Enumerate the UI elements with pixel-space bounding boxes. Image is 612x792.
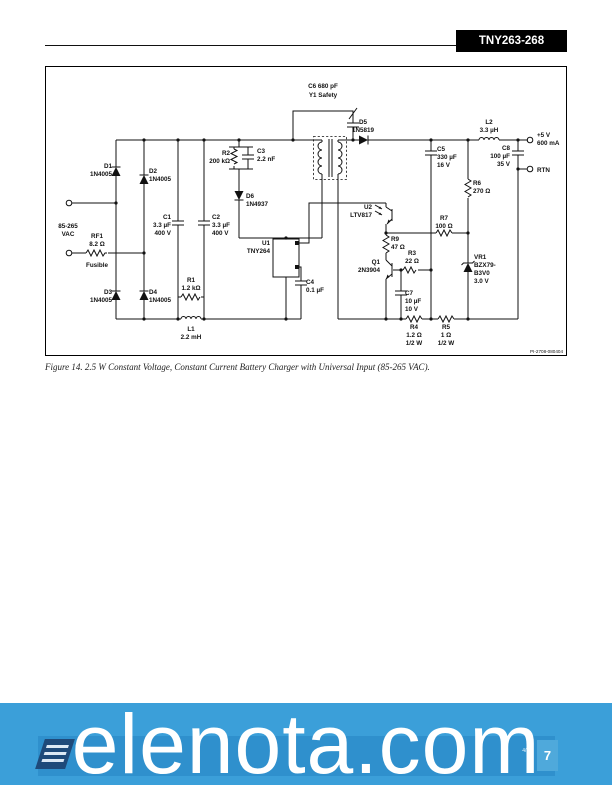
transformer-t1	[313, 136, 347, 180]
resistor-rf1	[85, 248, 107, 258]
ic-u1	[272, 238, 300, 278]
wires	[72, 110, 528, 320]
resistor-r2	[229, 148, 239, 165]
resistor-r9	[382, 234, 390, 254]
diode-d1	[111, 166, 121, 176]
capacitor-c2	[198, 220, 210, 226]
watermark-banner: C 4/03 7 elenota.com	[0, 697, 612, 791]
diode-d6	[234, 191, 244, 201]
capacitor-c5	[425, 150, 437, 156]
page-number-badge: 7	[537, 740, 558, 771]
watermark-text: elenota.com	[71, 697, 541, 791]
capacitors	[172, 122, 524, 296]
transistor-q1	[385, 259, 393, 280]
footer-strip	[38, 736, 555, 776]
capacitor-c3	[242, 154, 254, 160]
zener-vr1	[461, 260, 475, 272]
capacitor-c8	[512, 150, 524, 156]
resistor-r4	[405, 314, 423, 324]
resistors	[85, 148, 472, 324]
part-number-badge: TNY263-268	[456, 30, 567, 52]
pi-code: PI-2708-080404	[530, 349, 563, 354]
diode-d5	[359, 135, 369, 145]
shield-leader	[348, 107, 358, 120]
diode-d4	[139, 290, 149, 300]
io-terminals	[65, 136, 534, 257]
resistor-r3	[402, 265, 417, 275]
label-rtn: RTN	[537, 167, 550, 174]
revision-text: C 4/03	[522, 742, 532, 754]
capacitor-c1	[172, 220, 184, 226]
inductor-l1	[180, 316, 202, 320]
rev-date: 4/03	[522, 748, 532, 754]
optocoupler-u2	[374, 204, 393, 225]
resistor-r7	[435, 228, 453, 238]
figure-caption: Figure 14. 2.5 W Constant Voltage, Const…	[45, 362, 430, 372]
resistor-r5	[437, 314, 455, 324]
diode-d3	[111, 290, 121, 300]
diodes	[111, 135, 475, 300]
inductors	[180, 137, 500, 320]
capacitor-c6	[347, 122, 359, 128]
capacitor-c7	[395, 290, 407, 296]
rev-code: C	[528, 742, 532, 748]
junction-dots	[114, 138, 520, 321]
header-rule	[45, 45, 456, 46]
inductor-l2	[478, 137, 500, 141]
resistor-r1	[180, 292, 201, 302]
diode-d2	[139, 174, 149, 184]
resistor-r6	[464, 178, 472, 198]
capacitor-c4	[295, 280, 307, 286]
